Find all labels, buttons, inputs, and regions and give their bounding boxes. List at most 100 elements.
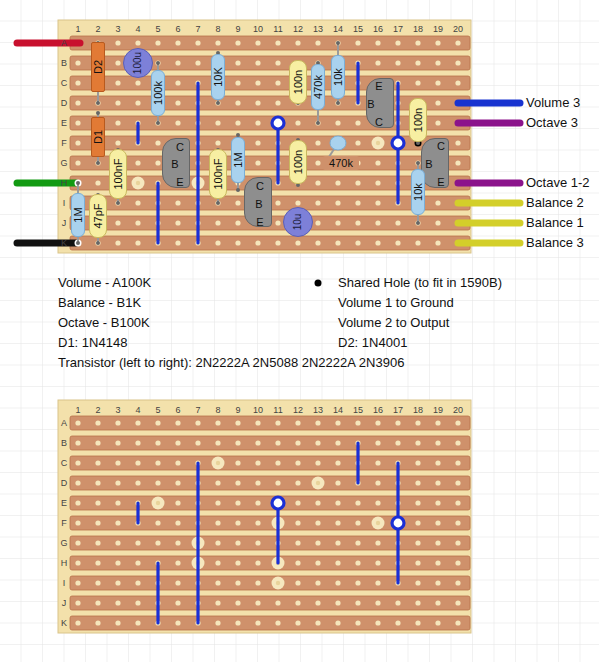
- resistor: 470k: [311, 64, 325, 110]
- hole: [255, 600, 260, 605]
- column-number: 6: [175, 24, 180, 34]
- hole: [435, 100, 440, 105]
- hole: [215, 420, 220, 425]
- part-value: 10K: [213, 67, 224, 87]
- hole: [215, 140, 220, 145]
- hole: [95, 500, 100, 505]
- column-number: E: [61, 498, 67, 508]
- hole: [275, 220, 280, 225]
- column-number: D: [61, 478, 68, 488]
- hole: [315, 240, 320, 245]
- hole: [75, 420, 80, 425]
- jumper-wire: [136, 123, 139, 143]
- hole: [115, 420, 120, 425]
- solder-point: [156, 121, 160, 125]
- hole: [215, 580, 220, 585]
- hole: [115, 580, 120, 585]
- hole: [435, 460, 440, 465]
- column-number: 18: [413, 24, 423, 34]
- column-number: 13: [313, 24, 323, 34]
- transistor: EBC: [366, 78, 394, 128]
- part-value: 470k: [329, 158, 353, 169]
- hole: [455, 520, 460, 525]
- hole: [415, 40, 420, 45]
- hole: [115, 560, 120, 565]
- column-number: 17: [393, 405, 403, 415]
- column-number: H: [61, 558, 68, 568]
- hole: [315, 200, 320, 205]
- hole: [235, 520, 240, 525]
- hole: [355, 180, 360, 185]
- hole: [175, 440, 180, 445]
- board: [58, 20, 471, 253]
- shared-hole-ring: [272, 497, 284, 509]
- hole: [415, 500, 420, 505]
- hole: [315, 440, 320, 445]
- hole: [155, 160, 160, 165]
- track-cut-hole: [136, 181, 140, 185]
- hole: [95, 420, 100, 425]
- black-wire: [17, 240, 76, 247]
- row-letter: F: [61, 138, 67, 148]
- pin-letter: E: [256, 217, 263, 228]
- column-number: 15: [353, 405, 363, 415]
- solder-point: [96, 111, 100, 115]
- hole: [235, 460, 240, 465]
- hole: [355, 560, 360, 565]
- hole: [435, 80, 440, 85]
- row-letter: G: [60, 158, 67, 168]
- hole: [235, 480, 240, 485]
- hole: [135, 480, 140, 485]
- hole: [375, 560, 380, 565]
- hole: [435, 420, 440, 425]
- column-number: 16: [373, 405, 383, 415]
- hole: [95, 460, 100, 465]
- column-number: 11: [273, 405, 282, 415]
- hole: [175, 120, 180, 125]
- note: Octave - B100K: [58, 316, 150, 331]
- hole: [75, 540, 80, 545]
- hole: [255, 460, 260, 465]
- column-number: 4: [135, 405, 140, 415]
- resistor: 10K: [211, 54, 225, 100]
- jumper-wire: [196, 83, 199, 243]
- hole: [315, 500, 320, 505]
- hole: [255, 500, 260, 505]
- hole: [115, 440, 120, 445]
- hole: [315, 420, 320, 425]
- hole: [295, 120, 300, 125]
- column-number: 13: [313, 405, 323, 415]
- hole: [75, 120, 80, 125]
- hole: [315, 220, 320, 225]
- solder-point: [76, 181, 80, 185]
- hole: [455, 420, 460, 425]
- hole: [335, 100, 340, 105]
- pin-letter: E: [375, 81, 382, 92]
- hole: [255, 540, 260, 545]
- column-number: 12: [293, 24, 303, 34]
- hole: [275, 480, 280, 485]
- hole: [175, 60, 180, 65]
- hole: [75, 620, 80, 625]
- hole: [395, 440, 400, 445]
- resistor-body: [330, 136, 346, 150]
- hole: [115, 200, 120, 205]
- hole: [75, 580, 80, 585]
- hole: [135, 420, 140, 425]
- hole: [315, 120, 320, 125]
- hole: [455, 580, 460, 585]
- hole: [155, 520, 160, 525]
- column-number: 5: [155, 24, 160, 34]
- copper-strip: [70, 616, 470, 630]
- capacitor: 100nF: [109, 149, 127, 199]
- hole: [75, 440, 80, 445]
- column-number: 7: [195, 405, 200, 415]
- resistor: 10k: [411, 169, 425, 215]
- column-number: 15: [353, 24, 363, 34]
- hole: [215, 500, 220, 505]
- solder-point: [76, 241, 80, 245]
- shared-hole-ring: [272, 117, 284, 129]
- hole: [375, 240, 380, 245]
- hole: [415, 460, 420, 465]
- hole: [135, 160, 140, 165]
